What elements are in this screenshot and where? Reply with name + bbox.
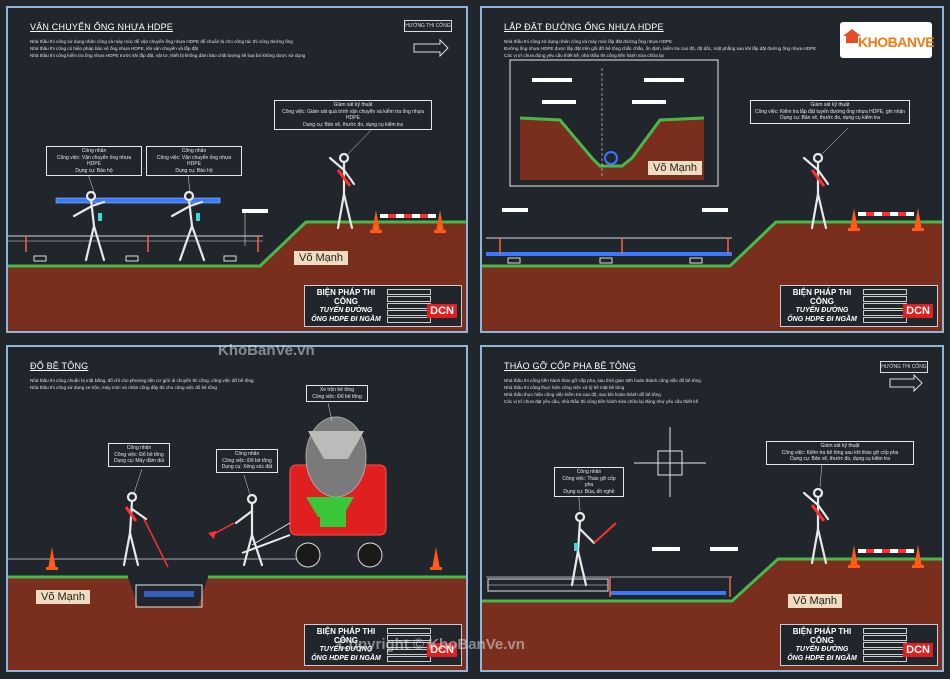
callout-line: Công nhân [576,469,602,475]
callout-line: Giám sát kỹ thuật [333,102,373,108]
direction-label: HƯỚNG THI CÔNG [404,20,452,32]
note-line: Đường ống nhựa HDPE được lắp đặt trên gố… [504,46,817,51]
note-line: Các vị trí chưa đạt yêu cầu, nhà thầu th… [504,399,699,404]
callout-line: Công nhân [234,451,260,457]
panel-transport-pipe: VẬN CHUYỂN ỐNG NHỰA HDPE Nhà thầu thi cô… [6,6,468,333]
callout-worker-1: Công nhân Công việc: Vận chuyển ống nhựa… [46,146,142,176]
title-block-fields [387,628,431,663]
title-block-line3: ỐNG HDPE ĐI NGẦM [787,655,857,662]
author-tag: Võ Mạnh [788,594,843,608]
callout-supervisor: Giám sát kỹ thuật Công việc: Giám sát qu… [274,100,432,130]
panel-remove-formwork: THÁO GỠ CỐP PHA BÊ TÔNG Nhà thầu thi côn… [480,345,944,672]
callout-line: Công việc: Đổ bê tông [312,393,362,400]
callout-line: Xe trộn bê tông [319,387,355,393]
panel-3-drawing [8,402,466,670]
callout-line: Công việc: Đổ bê tông [222,457,272,464]
house-icon [843,29,861,43]
title-block-line1: BIỆN PHÁP THI CÔNG [316,627,376,645]
note-line: Các vị trí chưa đúng yêu cầu thiết kế, n… [504,53,664,58]
callout-mixer: Xe trộn bê tông Công việc: Đổ bê tông [306,385,368,402]
title-block-line2: TUYẾN ĐƯỜNG [319,307,373,314]
title-block-fields [387,289,431,324]
callout-line: Dụng cụ: Bản vẽ, thước đo, dụng cụ kiểm … [780,115,880,121]
callout-line: Công việc: Tháo gỡ cốp pha [562,475,616,489]
callout-line: Công nhân [181,148,207,154]
site-logo: KHOBANVE [840,22,935,58]
note-line: Nhà thầu thi công kiểm tra ống nhựa HDPE… [30,53,306,58]
title-block-line1: BIỆN PHÁP THI CÔNG [316,288,376,306]
panel-title: LẮP ĐẶT ĐƯỜNG ỐNG NHỰA HDPE [504,22,664,32]
note-line: Nhà thầu thi công sử dụng nhân công và m… [504,39,673,44]
title-block: BIỆN PHÁP THI CÔNG TUYẾN ĐƯỜNG ỐNG HDPE … [304,624,462,666]
notes-block: Nhà thầu thi công tiến hành tháo gỡ cốp … [504,377,864,405]
callout-line: Công việc: Đổ bê tông [114,451,164,458]
company-logo: DCN [427,304,457,318]
title-block: BIỆN PHÁP THI CÔNG TUYẾN ĐƯỜNG ỐNG HDPE … [780,624,938,666]
callout-line: Dụng cụ: Máy đầm dùi [113,458,165,464]
note-line: Nhà thầu thi công sử dụng xe trộn, máy m… [30,385,217,390]
notes-block: Nhà thầu thi công sử dụng nhân công và m… [504,38,864,59]
watermark-mid: KhoBanVe.vn [218,342,315,359]
title-block-fields [863,628,907,663]
callout-line: Công việc: Vận chuyển ống nhựa HDPE [56,154,132,168]
company-logo: DCN [903,643,933,657]
callout-line: Giám sát kỹ thuật [810,102,850,108]
panel-title: THÁO GỠ CỐP PHA BÊ TÔNG [504,361,637,371]
callout-line: Dụng cụ: Bảo hộ [75,167,113,174]
panel-pour-concrete: ĐỔ BÊ TÔNG Nhà thầu thi công chuẩn bị mặ… [6,345,468,672]
note-line: Nhà thầu thi công thực hiện công việc xử… [504,385,625,390]
title-block-line3: ỐNG HDPE ĐI NGẦM [311,316,381,323]
callout-line: Giám sát kỹ thuật [820,443,860,449]
callout-line: Công việc: Kiểm tra lắp đặt tuyến đường … [754,108,906,115]
title-block-line3: ỐNG HDPE ĐI NGẦM [787,316,857,323]
panel-install-pipe: LẮP ĐẶT ĐƯỜNG ỐNG NHỰA HDPE Nhà thầu thi… [480,6,944,333]
callout-worker-2: Công nhân Công việc: Đổ bê tông Dụng cụ:… [216,449,278,473]
notes-block: Nhà thầu thi công sử dụng nhân công và m… [30,38,390,59]
company-logo: DCN [427,643,457,657]
note-line: Nhà thầu thi công tiến hành tháo gỡ cốp … [504,378,701,383]
callout-line: Dụng cụ: Bảo hộ [175,167,213,174]
note-line: Nhà thầu thi công chuẩn bị mặt bằng, đổ … [30,378,254,383]
callout-supervisor: Giám sát kỹ thuật Công việc: Kiểm tra bê… [766,441,914,465]
note-line: Nhà thầu thi công sử dụng nhân công và m… [30,39,293,44]
author-tag: Võ Mạnh [648,161,703,175]
title-block: BIỆN PHÁP THI CÔNG TUYẾN ĐƯỜNG ỐNG HDPE … [780,285,938,327]
author-tag: Võ Mạnh [36,590,91,604]
callout-line: Công việc: Giám sát quá trình vận chuyển… [282,108,424,122]
callout-worker-2: Công nhân Công việc: Vận chuyển ống nhựa… [146,146,242,176]
note-line: Nhà thầu thi công có biện pháp bảo vệ ốn… [30,46,199,51]
watermark-bottom: Copyright © KhoBanVe.vn [338,636,525,653]
callout-line: Dụng cụ: Búa, đồ nghề [563,488,615,495]
title-block-line3: ỐNG HDPE ĐI NGẦM [311,655,381,662]
callout-line: Dụng cụ: Xẻng xúc đất [221,464,273,470]
callout-line: Dụng cụ: Bản vẽ, thước đo, dụng cụ kiểm … [303,121,403,128]
direction-label: HƯỚNG THI CÔNG [880,361,928,373]
panel-title: ĐỔ BÊ TÔNG [30,361,89,371]
callout-line: Công việc: Kiểm tra bê tông sau khi tháo… [781,449,899,456]
title-block-line1: BIỆN PHÁP THI CÔNG [792,627,852,645]
title-block-fields [863,289,907,324]
callout-worker: Công nhân Công việc: Tháo gỡ cốp pha Dụn… [554,467,624,497]
title-block-line2: TUYẾN ĐƯỜNG [795,307,849,314]
callout-line: Công nhân [126,445,152,451]
company-logo: DCN [903,304,933,318]
author-tag: Võ Mạnh [294,251,349,265]
note-line: Nhà thầu thực hiện công việc kiểm tra ca… [504,392,661,397]
panel-title: VẬN CHUYỂN ỐNG NHỰA HDPE [30,22,174,32]
callout-line: Công nhân [81,148,107,154]
title-block-line1: BIỆN PHÁP THI CÔNG [792,288,852,306]
title-block-line2: TUYẾN ĐƯỜNG [795,646,849,653]
title-block-line2: TUYẾN ĐƯỜNG [319,646,373,653]
notes-block: Nhà thầu thi công chuẩn bị mặt bằng, đổ … [30,377,390,391]
title-block: BIỆN PHÁP THI CÔNG TUYẾN ĐƯỜNG ỐNG HDPE … [304,285,462,327]
logo-text: KHOBANVE [858,34,935,50]
callout-line: Công việc: Vận chuyển ống nhựa HDPE [156,154,232,168]
callout-worker-1: Công nhân Công việc: Đổ bê tông Dụng cụ:… [108,443,170,467]
callout-line: Dụng cụ: Bản vẽ, thước đo, dụng cụ kiểm … [790,456,890,462]
callout-supervisor: Giám sát kỹ thuật Công việc: Kiểm tra lắ… [750,100,910,124]
